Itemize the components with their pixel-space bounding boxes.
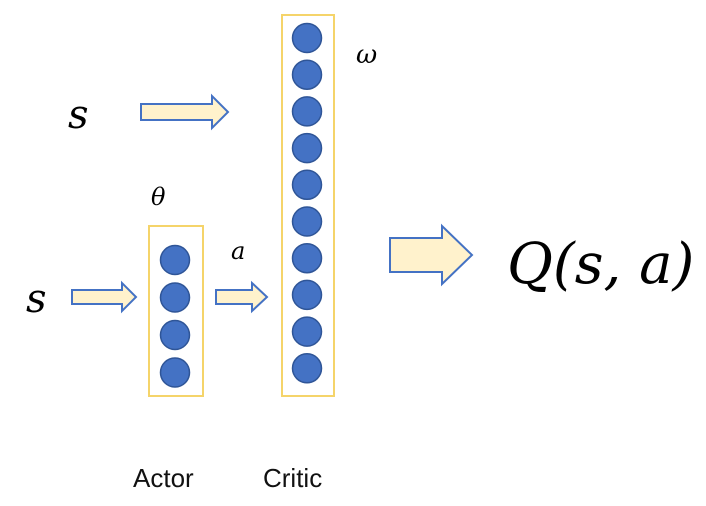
actor-neurons: [159, 244, 191, 388]
critic-neuron-10: [291, 353, 323, 384]
arrow-critic-to-output: [389, 223, 474, 287]
critic-neurons: [291, 22, 323, 384]
action-label: a: [231, 237, 245, 265]
state-label-top: s: [68, 92, 89, 138]
actor-param-label: θ: [151, 183, 166, 211]
actor-neuron-1: [159, 244, 191, 276]
critic-neuron-4: [291, 132, 323, 164]
critic-neuron-1: [291, 22, 323, 54]
critic-neuron-5: [291, 169, 323, 201]
state-label-bottom: s: [26, 276, 47, 322]
critic-neuron-6: [291, 206, 323, 237]
critic-neuron-3: [291, 96, 323, 127]
actor-network-box: [148, 225, 204, 397]
critic-neuron-7: [291, 242, 323, 274]
critic-caption: Critic: [263, 463, 322, 493]
actor-neuron-4: [159, 357, 191, 388]
q-value-output-label: Q(s, a): [507, 232, 694, 297]
arrow-actor-to-critic: [215, 280, 269, 314]
arrow-state-to-critic: [140, 93, 230, 131]
critic-neuron-2: [291, 59, 323, 90]
actor-caption: Actor: [133, 463, 194, 493]
actor-neuron-3: [159, 319, 191, 351]
critic-neuron-8: [291, 279, 323, 311]
arrow-state-to-actor: [71, 280, 138, 314]
actor-neuron-2: [159, 282, 191, 313]
critic-neuron-9: [291, 316, 323, 347]
critic-network-box: [281, 14, 335, 397]
critic-param-label: ω: [356, 40, 377, 70]
